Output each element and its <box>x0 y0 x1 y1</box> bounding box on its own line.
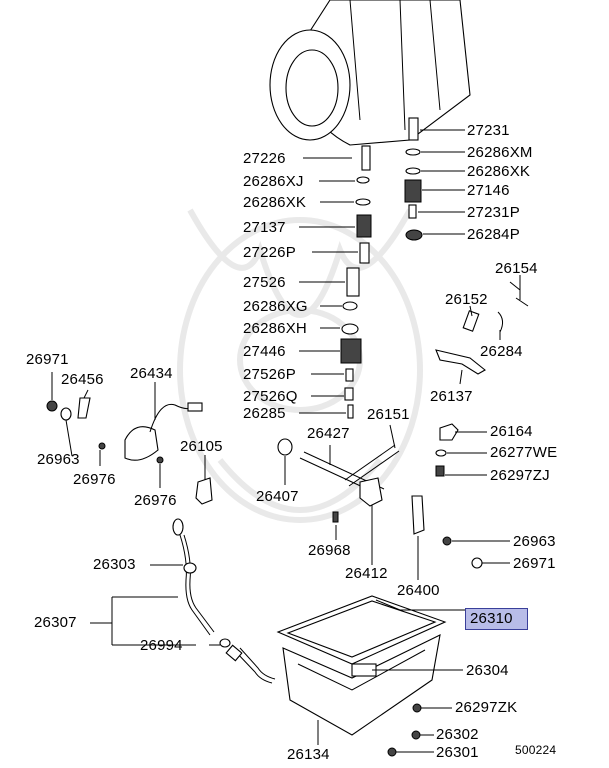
part-label-26285[interactable]: 26285 <box>243 405 286 422</box>
part-label-26407[interactable]: 26407 <box>256 488 299 505</box>
part-label-27526[interactable]: 27526 <box>243 274 286 291</box>
left-side-parts <box>46 372 213 505</box>
filler-tube <box>172 518 276 684</box>
part-label-26968[interactable]: 26968 <box>308 542 351 559</box>
part-label-27231p[interactable]: 27231P <box>467 204 520 221</box>
part-label-26277we[interactable]: 26277WE <box>490 444 558 461</box>
part-label-26400[interactable]: 26400 <box>397 582 440 599</box>
part-label-26164[interactable]: 26164 <box>490 423 533 440</box>
part-label-26286xk-left[interactable]: 26286XK <box>243 194 307 211</box>
part-label-26971-right[interactable]: 26971 <box>513 555 556 572</box>
part-label-26303[interactable]: 26303 <box>93 556 136 573</box>
part-label-26304[interactable]: 26304 <box>466 662 509 679</box>
part-label-26137[interactable]: 26137 <box>430 388 473 405</box>
part-label-26301[interactable]: 26301 <box>436 744 479 761</box>
part-label-26456[interactable]: 26456 <box>61 371 104 388</box>
part-label-26963-left[interactable]: 26963 <box>37 451 80 468</box>
right-side-parts <box>435 275 529 477</box>
part-label-26976-left[interactable]: 26976 <box>73 471 116 488</box>
part-label-26134[interactable]: 26134 <box>287 746 330 763</box>
part-label-26434[interactable]: 26434 <box>130 365 173 382</box>
part-label-26105[interactable]: 26105 <box>180 438 223 455</box>
part-label-26427[interactable]: 26427 <box>307 425 350 442</box>
part-label-26284[interactable]: 26284 <box>480 343 523 360</box>
part-label-26286xj[interactable]: 26286XJ <box>243 173 304 190</box>
shaft-parts <box>277 424 510 580</box>
part-label-27146[interactable]: 27146 <box>467 182 510 199</box>
part-label-26286xg[interactable]: 26286XG <box>243 298 308 315</box>
part-label-27137[interactable]: 27137 <box>243 219 286 236</box>
leader-lines-general <box>90 564 465 753</box>
part-label-26286xm[interactable]: 26286XM <box>467 144 533 161</box>
part-label-27446[interactable]: 27446 <box>243 343 286 360</box>
part-label-26412[interactable]: 26412 <box>345 565 388 582</box>
leader-lines-valves <box>299 129 465 414</box>
part-label-27526p[interactable]: 27526P <box>243 366 296 383</box>
part-label-27231[interactable]: 27231 <box>467 122 510 139</box>
part-label-26976-mid[interactable]: 26976 <box>134 492 177 509</box>
part-label-26307[interactable]: 26307 <box>34 614 77 631</box>
part-label-27226[interactable]: 27226 <box>243 150 286 167</box>
oil-pan <box>276 595 447 757</box>
part-label-26297zj[interactable]: 26297ZJ <box>490 467 550 484</box>
part-label-27526q[interactable]: 27526Q <box>243 388 298 405</box>
part-label-26302[interactable]: 26302 <box>436 726 479 743</box>
part-label-27226p[interactable]: 27226P <box>243 244 296 261</box>
part-label-26286xh[interactable]: 26286XH <box>243 320 307 337</box>
valve-parts <box>340 117 423 419</box>
part-label-26286xk-right[interactable]: 26286XK <box>467 163 531 180</box>
part-label-26994[interactable]: 26994 <box>140 637 183 654</box>
part-label-26284p[interactable]: 26284P <box>467 226 520 243</box>
part-label-26154[interactable]: 26154 <box>495 260 538 277</box>
part-label-26963-right[interactable]: 26963 <box>513 533 556 550</box>
part-label-26971-left[interactable]: 26971 <box>26 351 69 368</box>
watermark-emblem <box>177 208 423 523</box>
part-label-26297zk[interactable]: 26297ZK <box>455 699 518 716</box>
diagram-code: 500224 <box>515 743 557 757</box>
part-label-26310-highlighted[interactable]: 26310 <box>465 608 528 630</box>
part-label-26151[interactable]: 26151 <box>367 406 410 423</box>
transmission-housing <box>269 0 471 146</box>
part-label-26152[interactable]: 26152 <box>445 291 488 308</box>
